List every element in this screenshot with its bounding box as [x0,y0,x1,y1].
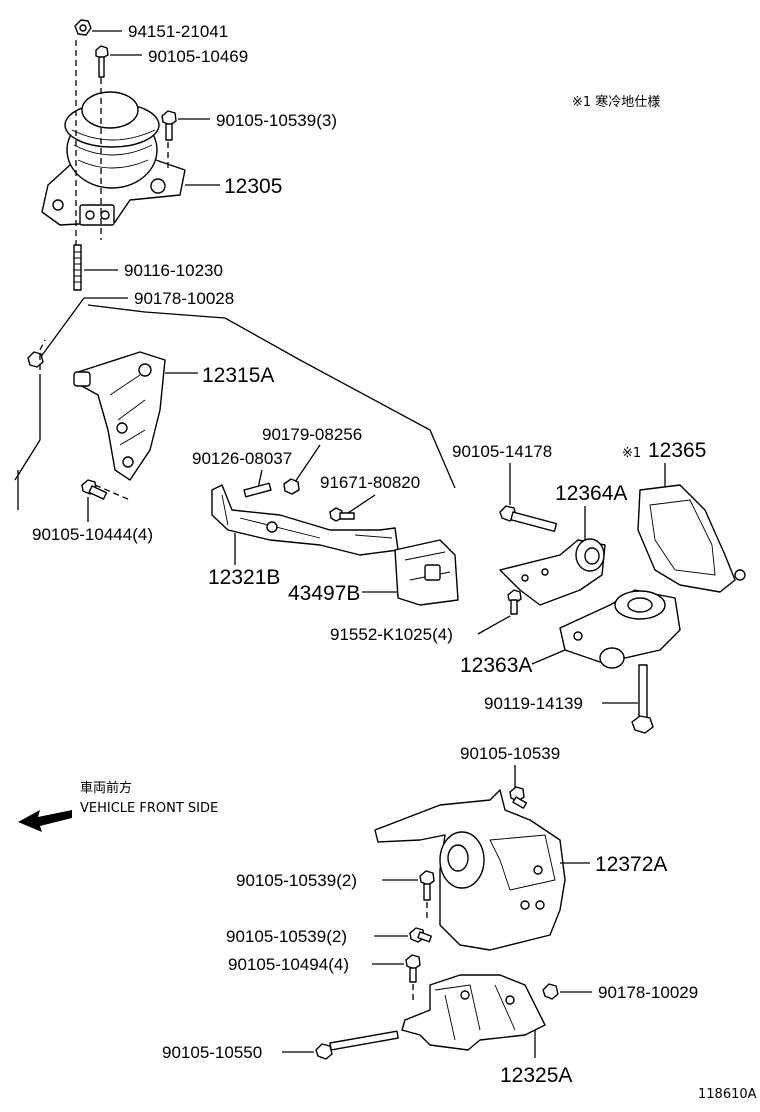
stud-90116-icon [73,244,82,291]
bolt-90105-10444-icon [81,479,108,500]
nut-94151-icon [74,19,92,36]
bracket-12315A [73,351,166,481]
label-12325A: 12325A [500,1064,572,1087]
label-12365: 12365 [648,439,706,462]
upper-engine-mount-12305 [41,91,186,226]
label-91552-K1025-4: 91552-K1025(4) [330,625,453,644]
cover-12365 [637,484,746,593]
front-arrow-icon [18,810,72,832]
label-90178-10029: 90178-10029 [598,983,698,1002]
bolt-90105-10539-2a-icon [419,870,435,901]
figure-id: 118610A [698,1087,757,1102]
bracket-12321B [211,484,399,556]
bolt-90105-10550-icon [315,1030,399,1060]
label-90105-10469: 90105-10469 [148,47,248,66]
cold-climate-note: ※1 寒冷地仕様 [572,94,660,110]
vehicle-front-jp: 車両前方 [80,780,132,796]
label-90105-10550: 90105-10550 [162,1043,262,1062]
nut-90179-icon [283,478,300,495]
bolt-91671-icon [329,507,355,522]
label-90105-10494-4: 90105-10494(4) [228,955,349,974]
bolt-91552-icon [507,589,522,615]
stud-90126-icon [243,482,272,498]
label-12372A: 12372A [595,853,667,876]
bolt-90105-14178-icon [499,505,558,533]
label-90116-10230: 90116-10230 [124,261,223,280]
label-94151-21041: 94151-21041 [128,22,228,41]
nut-90178-10028-icon [27,351,44,368]
bolt-90119-icon [631,664,654,734]
label-43497B: 43497B [288,582,360,605]
bolt-90105-10494-icon [405,954,421,983]
bracket-43497B [394,539,459,606]
bolt-90105-10539-3-icon [161,110,177,141]
label-90126-08037: 90126-08037 [192,449,292,468]
bolt-90105-10469-icon [95,45,109,78]
label-12315A: 12315A [202,364,274,387]
label-12305: 12305 [224,175,282,198]
nut-90178-10029-icon [542,983,559,1000]
label-90178-10028: 90178-10028 [134,289,234,308]
bracket-12364A [499,538,606,606]
label-90105-10539: 90105-10539 [460,744,560,763]
cold-climate-mark-12365: ※1 [622,446,641,461]
label-90105-10444-4: 90105-10444(4) [32,525,153,544]
label-12364A: 12364A [555,482,627,505]
label-12321B: 12321B [208,566,280,589]
bracket-12325A [401,974,546,1051]
bolt-90105-10539-icon [509,786,528,809]
mount-12363A [559,589,681,669]
vehicle-front-en: VEHICLE FRONT SIDE [80,801,218,816]
label-91671-80820: 91671-80820 [320,473,420,492]
label-90119-14139: 90119-14139 [484,694,583,713]
label-90105-10539-2a: 90105-10539(2) [236,871,357,890]
label-90105-14178: 90105-14178 [452,442,552,461]
bolt-90105-10539-2b-icon [409,927,432,943]
label-90179-08256: 90179-08256 [262,425,362,444]
label-90105-10539-2b: 90105-10539(2) [226,927,347,946]
label-90105-10539-3: 90105-10539(3) [216,111,337,130]
label-12363A: 12363A [460,654,532,677]
bracket-12372A [374,789,566,951]
